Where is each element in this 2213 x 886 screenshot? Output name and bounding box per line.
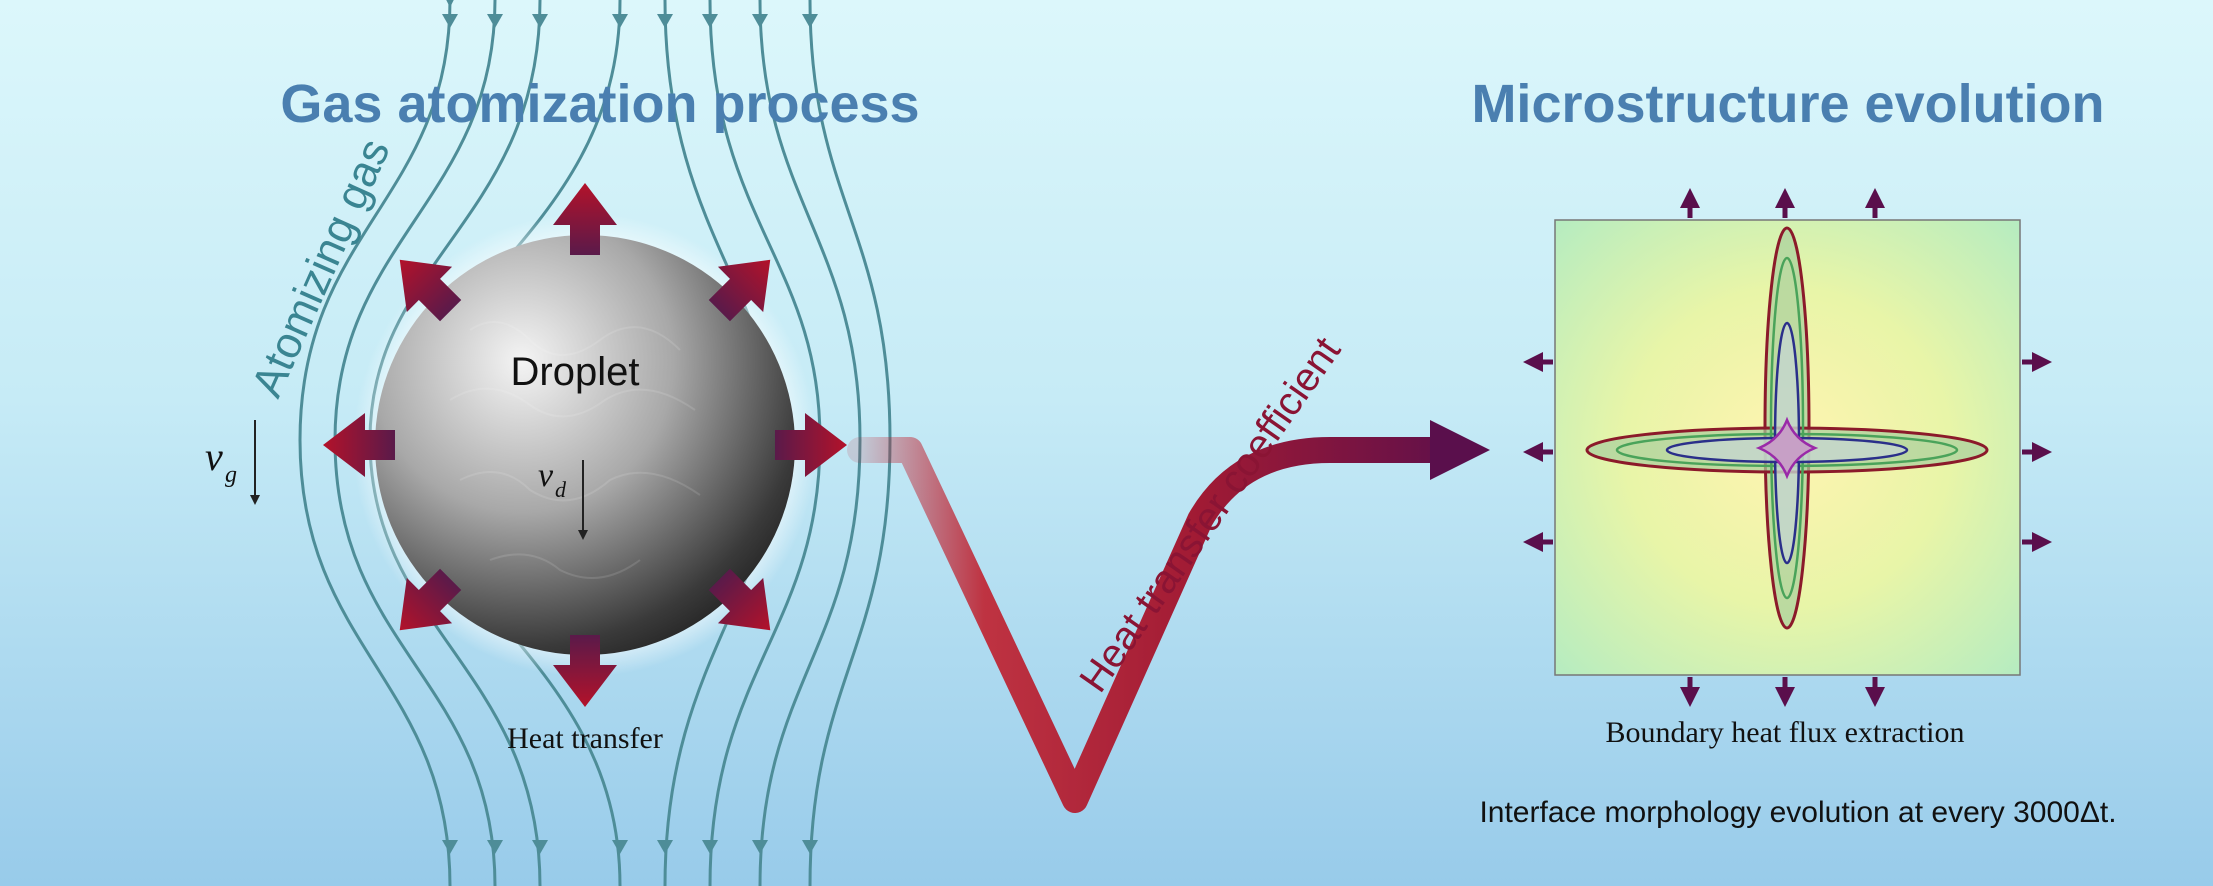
heat-transfer-arrows bbox=[323, 183, 847, 707]
heat-arrow-up bbox=[553, 183, 617, 255]
heat-arrow-up-left bbox=[399, 259, 462, 322]
label-droplet: Droplet bbox=[511, 350, 640, 394]
dendrite bbox=[1585, 226, 1989, 630]
label-heat-transfer: Heat transfer bbox=[507, 722, 663, 755]
droplet bbox=[353, 213, 817, 677]
htc-arrowhead bbox=[1430, 420, 1490, 480]
streamline-arrowheads bbox=[442, 14, 818, 854]
heat-arrow-left bbox=[323, 413, 395, 477]
label-boundary-heat-flux: Boundary heat flux extraction bbox=[1605, 716, 1964, 749]
dendrite-core bbox=[1755, 416, 1819, 480]
streamline bbox=[298, 0, 458, 886]
heat-arrow-down-left bbox=[399, 568, 462, 631]
label-v-gas-subscript: g bbox=[225, 462, 237, 488]
label-interface-morphology: Interface morphology evolution at every … bbox=[1479, 796, 2116, 829]
heat-arrow-down-right bbox=[708, 568, 771, 631]
label-v-droplet: v bbox=[538, 457, 554, 494]
htc-curve bbox=[847, 437, 1453, 813]
heat-arrow-up-right bbox=[708, 259, 771, 322]
microstructure-panel bbox=[1554, 219, 2021, 676]
boundary-flux-arrows bbox=[1523, 188, 2052, 707]
heat-arrow-right bbox=[775, 413, 847, 477]
title-gas-atomization: Gas atomization process bbox=[280, 74, 919, 134]
droplet-sphere bbox=[375, 235, 795, 655]
label-v-gas: v bbox=[205, 434, 223, 479]
label-v-droplet-subscript: d bbox=[555, 477, 567, 502]
title-microstructure: Microstructure evolution bbox=[1471, 74, 2104, 134]
heat-arrow-down bbox=[553, 635, 617, 707]
